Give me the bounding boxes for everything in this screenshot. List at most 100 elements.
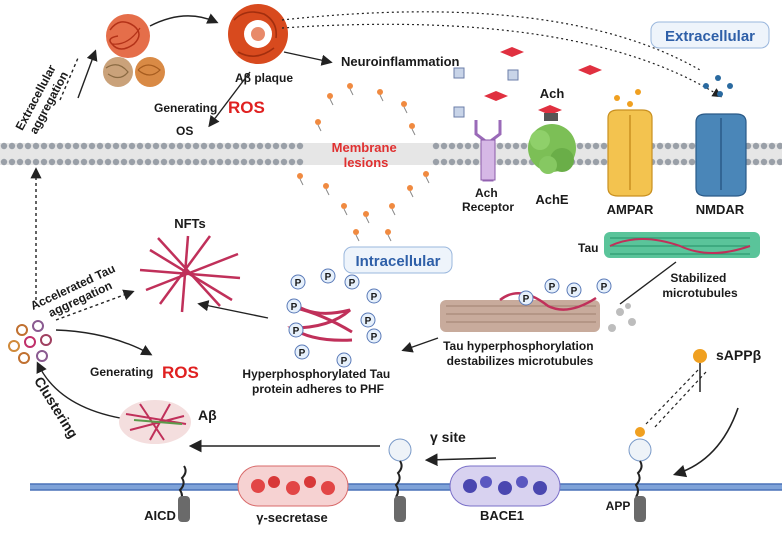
phosphate-badge: P: [366, 328, 382, 344]
generating-label: Generating: [154, 101, 217, 115]
phosphate-badge: P: [366, 288, 382, 304]
bace1-label: BACE1: [480, 508, 524, 523]
phosphate-label: P: [365, 316, 372, 327]
destabilize-to-tau-arrow: [401, 337, 439, 353]
lower-membrane: [30, 483, 782, 491]
generating-lower-label: Generating: [90, 365, 153, 379]
os-label: OS: [176, 124, 193, 138]
nmdar-receptor: [695, 75, 747, 197]
ach-molecules: [453, 47, 602, 118]
nfts-tangles: [139, 235, 241, 313]
phosphate-label: P: [299, 348, 306, 359]
fibril-cluster-tan: [103, 57, 133, 87]
ampar-label: AMPAR: [607, 202, 654, 217]
gamma-secretase-enzyme: [237, 465, 349, 507]
neuroinflammation-label: Neuroinflammation: [341, 54, 460, 69]
ache-label: AchE: [535, 192, 569, 207]
sappb-molecule: [693, 349, 707, 392]
stabilized-line2: microtubules: [662, 286, 738, 300]
oligomer-to-nfts-arrow: [55, 289, 135, 321]
nmdar-label: NMDAR: [696, 202, 745, 217]
plaque-to-neuroinflammation-arrow: [283, 51, 333, 66]
aggregation-dashed-arrow: [59, 57, 79, 101]
membrane-lesions-label: Membrane lesions: [332, 140, 401, 170]
tau-hyper-line1: Tau hyperphosphorylation: [443, 339, 593, 353]
extracellular-text: Extracellular: [665, 28, 755, 45]
phosphate-label: P: [571, 286, 578, 297]
phosphate-badge: P: [544, 278, 560, 294]
ach-receptor-label: Ach Receptor: [462, 186, 514, 214]
ach-receptor-line2: Receptor: [462, 200, 514, 214]
gamma-secretase-label: γ-secretase: [256, 510, 328, 525]
phosphate-badge: P: [288, 322, 304, 338]
phosphate-badge: P: [360, 312, 376, 328]
phosphate-label: P: [341, 356, 348, 367]
ab-fibril-cluster: [119, 400, 191, 444]
intracellular-text: Intracellular: [355, 253, 440, 270]
ache-enzyme: [528, 113, 576, 174]
app-protein: [628, 427, 652, 522]
phosphate-label: P: [523, 294, 530, 305]
phosphate-label: P: [349, 278, 356, 289]
aicd-label: AICD: [144, 508, 176, 523]
stabilized-to-destabilized-line: [619, 261, 677, 305]
phosphate-badge: P: [336, 352, 352, 368]
nfts-label: NFTs: [174, 216, 206, 231]
plaque-to-os-arrow: [208, 71, 251, 128]
phosphate-label: P: [295, 278, 302, 289]
ach-receptor: [474, 120, 502, 182]
extracellular-zone-label: Extracellular: [650, 21, 770, 49]
phosphate-badge: P: [290, 274, 306, 290]
aggregation-solid-arrow: [77, 49, 98, 99]
sappb-dashed-line1: [645, 369, 699, 425]
phosphate-badge: P: [596, 278, 612, 294]
destabilized-microtubule: [440, 292, 636, 332]
aicd-fragment: [178, 465, 190, 522]
phosphate-label: P: [291, 302, 298, 313]
ab-oligomers: [8, 320, 52, 364]
bace1-enzyme: [449, 465, 561, 507]
membrane-lesions-line1: Membrane: [332, 140, 397, 155]
tau-label: Tau: [578, 241, 598, 255]
bace-cleave-arrow: [672, 407, 739, 478]
stabilized-microtubule: [604, 232, 760, 258]
ach-receptor-line1: Ach: [475, 186, 498, 200]
accelerated-tau-label: Accelerated Tau aggregation: [28, 260, 126, 326]
phosphate-label: P: [325, 272, 332, 283]
phosphate-label: P: [601, 282, 608, 293]
phosphate-badge: P: [320, 268, 336, 284]
phosphate-badge: P: [286, 298, 302, 314]
cluster-to-plaque-arrow: [149, 13, 219, 27]
ros-label: ROS: [228, 98, 265, 117]
stabilized-line1: Stabilized: [670, 271, 726, 285]
phosphate-badge: P: [518, 290, 534, 306]
sappb-label: sAPPβ: [716, 347, 762, 363]
svg-text:Extracellular aggregatio: Extracellular aggregation: [13, 60, 73, 140]
ach-label: Ach: [540, 86, 565, 101]
hyper-tau-line1: Hyperphosphorylated Tau: [242, 367, 390, 381]
hyper-tau-line2: protein adheres to PHF: [252, 382, 384, 396]
app-label: APP: [606, 499, 631, 513]
ab-plaque: [228, 4, 288, 64]
ab-to-oligomer-arrow: [36, 361, 133, 421]
hyperphosphorylated-tau-label: Hyperphosphorylated Tau protein adheres …: [242, 367, 393, 396]
membrane-lesion-particles: [297, 83, 430, 242]
sappb-dashed-line2: [653, 371, 707, 429]
ampar-receptor: [607, 89, 653, 197]
phosphate-badge: P: [294, 344, 310, 360]
stabilized-microtubules-label: Stabilized microtubules: [662, 271, 738, 300]
intracellular-zone-label: Intracellular: [343, 246, 453, 274]
phosphate-label: P: [371, 332, 378, 343]
oligomer-to-ros-arrow: [55, 329, 153, 356]
ab-plaque-label: Aβ plaque: [235, 71, 293, 85]
phosphate-badge: P: [566, 282, 582, 298]
hypertau-to-nfts-arrow: [197, 300, 269, 319]
tau-hyper-line2: destabilizes microtubules: [447, 354, 594, 368]
cleaved-app-fragment: [388, 438, 412, 522]
clustering-label: Clustering: [31, 374, 81, 441]
bace1-to-gamma-site-arrow: [424, 453, 497, 467]
tau-hyperphosphorylation-label: Tau hyperphosphorylation destabilizes mi…: [443, 339, 597, 368]
